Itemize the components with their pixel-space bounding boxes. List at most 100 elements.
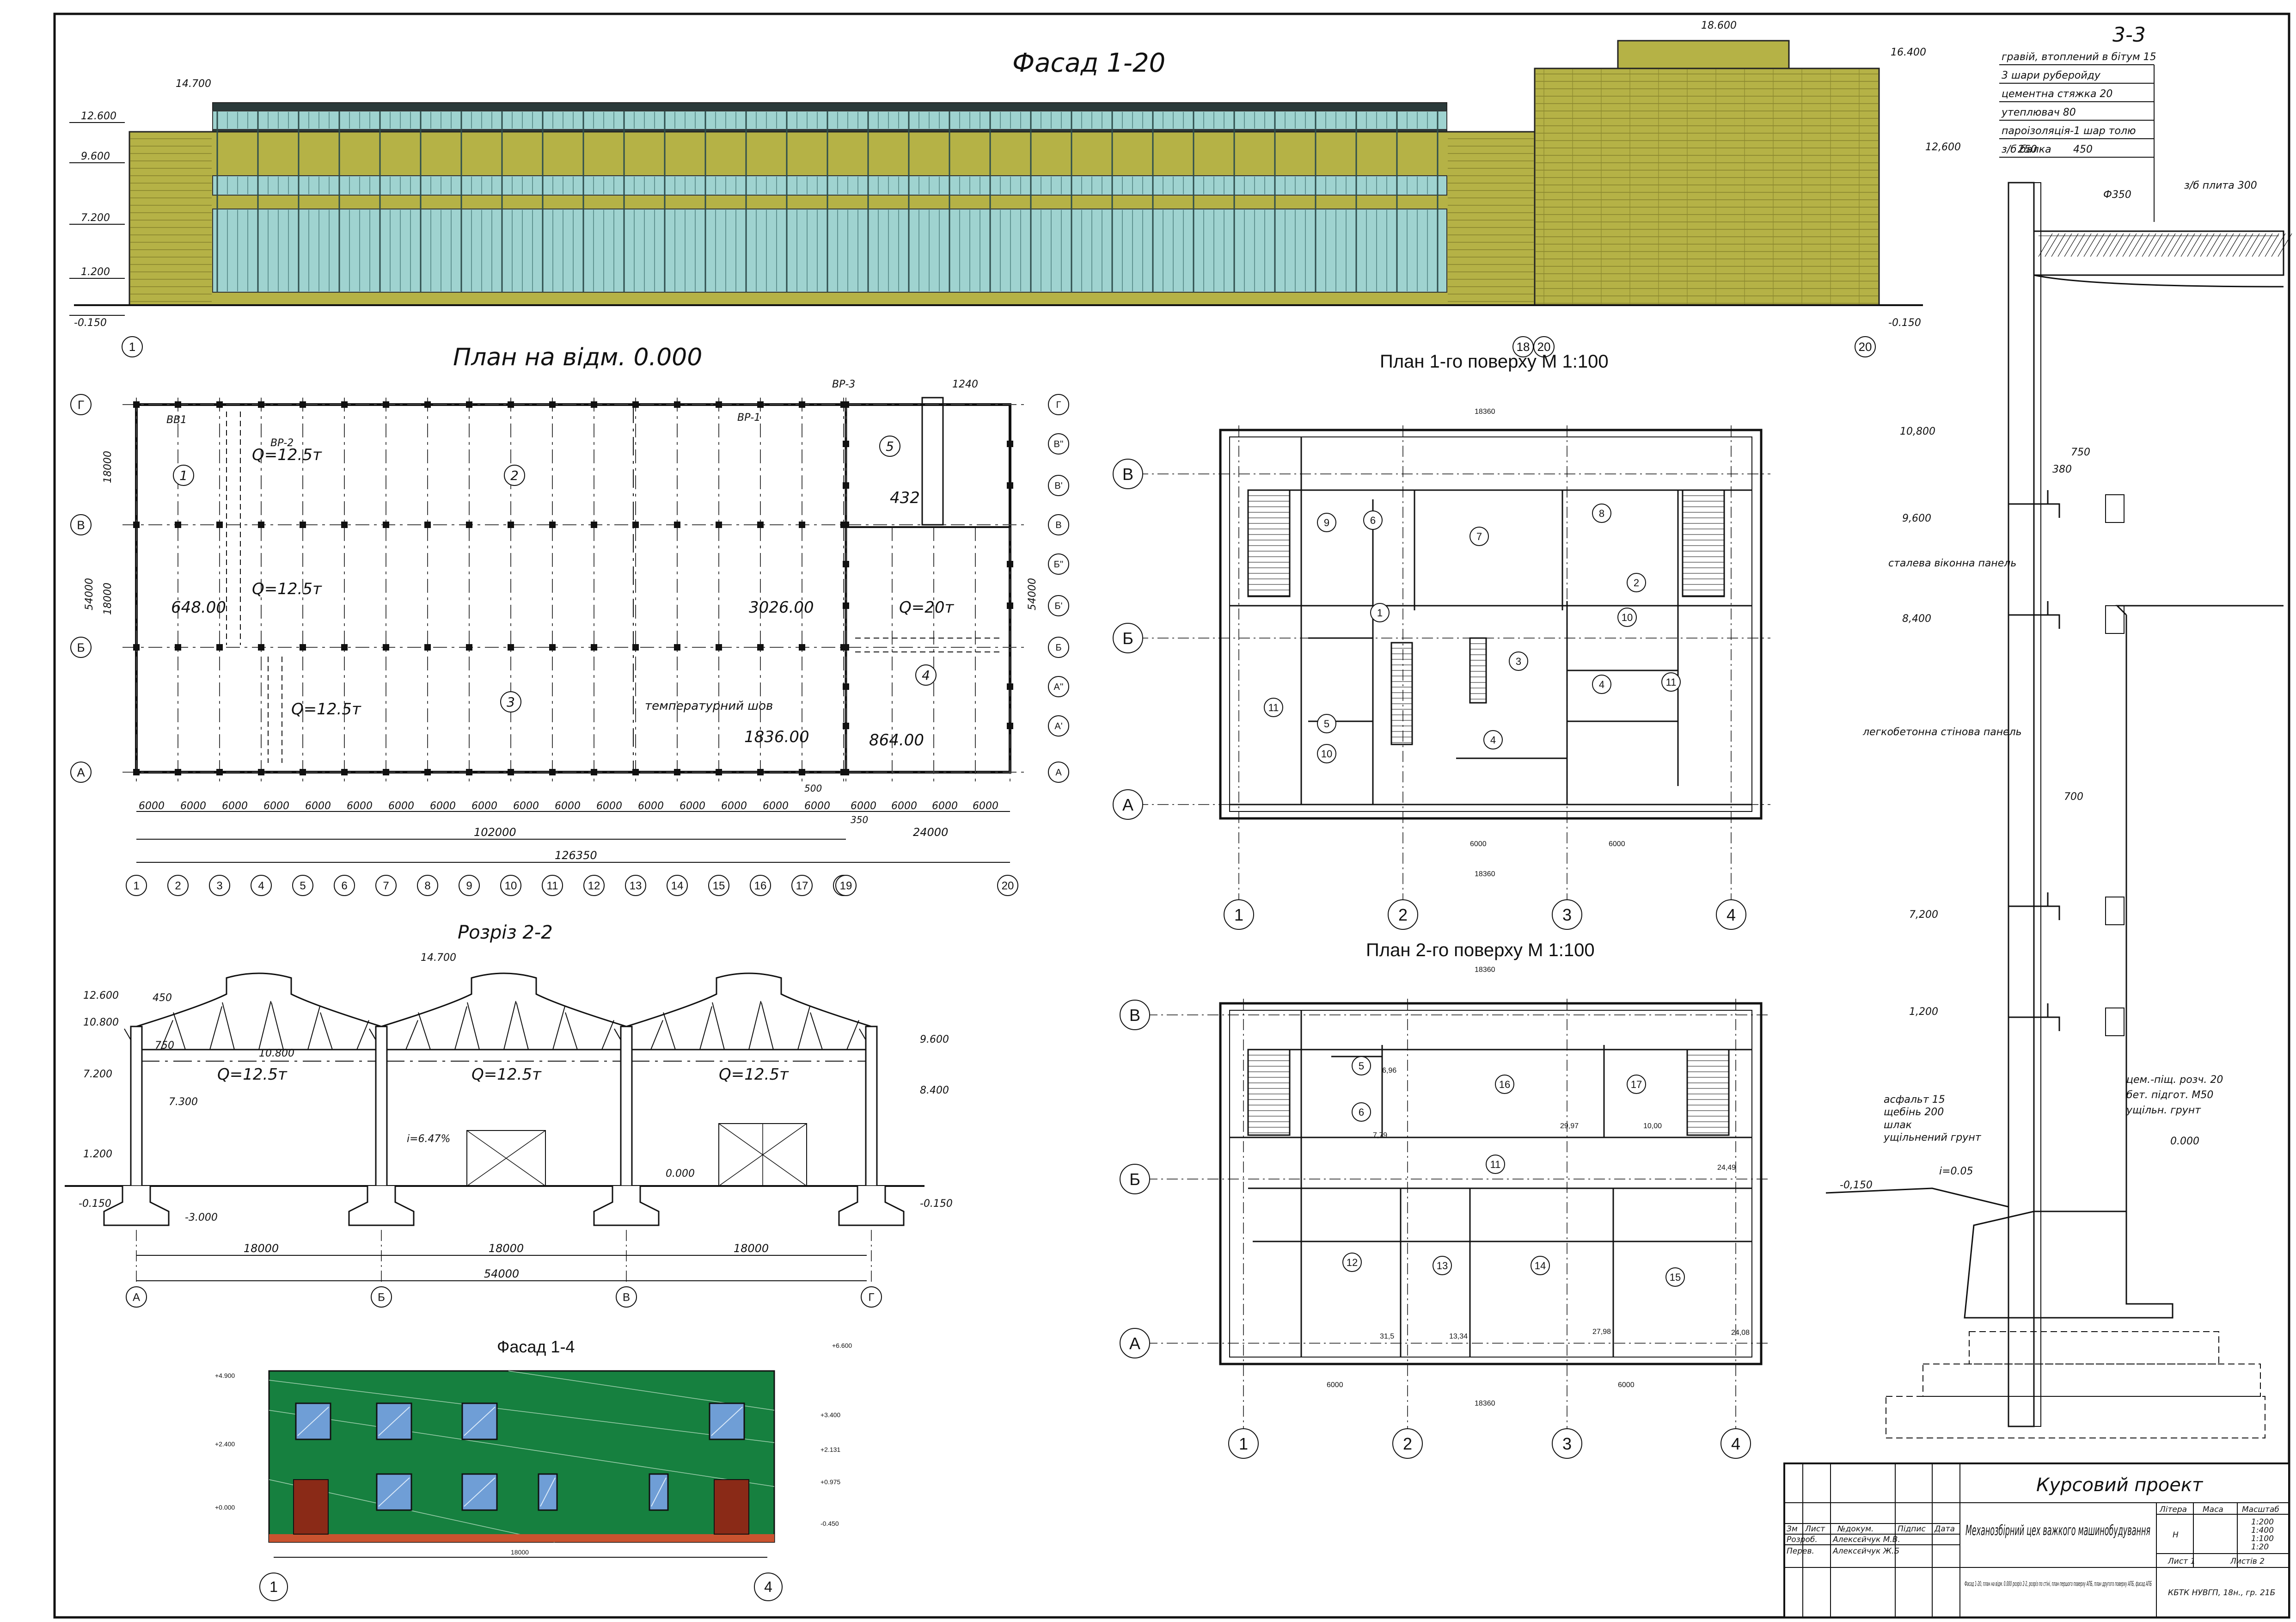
- facade-axis-1: 1: [129, 340, 135, 354]
- plan-label-vr1: ВР-1: [737, 412, 760, 424]
- plan-row-axis-right-5-circle: [1048, 595, 1069, 616]
- section-column-3: [865, 1026, 878, 1187]
- facade-siding-lines: [130, 69, 1878, 304]
- floor2-row-axis-А: А: [1120, 1328, 1150, 1358]
- section-dim-750: 750: [155, 1040, 174, 1051]
- floor1-bottom-dim-b: 6000: [1609, 840, 1625, 848]
- facade-wall-high: [1534, 68, 1880, 306]
- s33-label-wall-panel: легкобетонна стінова панель: [1862, 726, 2022, 738]
- floor1-row-axis-А-circle: [1113, 789, 1143, 820]
- s33-out-3: шлак: [1884, 1119, 1912, 1131]
- floor1-col-axis-3-label: 3: [1562, 905, 1572, 924]
- floor1-bottom-dim-total: 18360: [1475, 870, 1495, 878]
- window-anchor-2: [2008, 892, 2060, 920]
- section-3-3-layer-3: утеплювач 80: [2001, 107, 2076, 118]
- floor2-area-8: 6,96: [1382, 1067, 1396, 1075]
- tb-scale-1: 1:200: [2251, 1518, 2274, 1527]
- floor1-room-8: 8: [1592, 504, 1611, 523]
- plan-col-axis-9-circle: [459, 875, 480, 896]
- floor1-room-10b: 10: [1617, 608, 1637, 627]
- floor1-col-axis-2: 2: [1388, 899, 1418, 930]
- section-elev-10800: 10.800: [83, 1017, 119, 1028]
- s33-slope: i=0.05: [1939, 1166, 1973, 1177]
- facade-1-20-title: Фасад 1-20: [1012, 48, 1165, 78]
- section-elev-r-8400: 8.400: [920, 1085, 949, 1096]
- plan-000-columns: [133, 401, 1013, 775]
- floor2-room-5-label: 5: [1359, 1060, 1364, 1072]
- plan-row-axis-right-5: Б': [1048, 595, 1069, 616]
- floor1-stair-3: [1469, 637, 1487, 704]
- f14-elev-6600: +6.600: [832, 1342, 852, 1349]
- section-axis-А: А: [126, 1286, 147, 1308]
- section-axis-Б-label: Б: [378, 1291, 385, 1304]
- section-elev-10800b: 10.800: [259, 1048, 294, 1059]
- plan-room-5-area: 432: [890, 489, 920, 507]
- section-axis-Г: Г: [861, 1286, 882, 1308]
- plan-col-axis-5-circle: [292, 875, 313, 896]
- plan-000-col-axes: 1234567891011121314151617181920: [126, 875, 1018, 896]
- floor2-room-15-circle: [1665, 1267, 1685, 1287]
- plan-000: План на відм. 0.000 648.00 3026.00 1836.…: [70, 344, 1069, 896]
- plan-col-axis-3-circle: [209, 875, 230, 896]
- plan-col-axis-19-label: 19: [840, 880, 852, 892]
- plan-col-axis-13-circle: [625, 875, 646, 896]
- plan-floor1: План 1-го поверху М 1:100 12345678910114…: [1113, 351, 1770, 930]
- truss-top-0: [136, 972, 382, 1027]
- floor1-room-1-circle: [1370, 603, 1390, 622]
- f14-elev-3400: +3.400: [820, 1411, 840, 1419]
- floor2-room-13-label: 13: [1437, 1260, 1448, 1272]
- plan-row-axis-right-8-label: А': [1054, 721, 1062, 731]
- floor1-row-axis-В-label: В: [1122, 465, 1133, 484]
- s33-dim-380: 380: [2052, 464, 2072, 475]
- floor2-top-dim: 18360: [1475, 966, 1495, 974]
- floor1-col-axis-3-circle: [1552, 899, 1582, 930]
- foundation: [1964, 1210, 2174, 1319]
- section-slope: i=6.47%: [407, 1133, 450, 1145]
- floor2-area-3: 31,5: [1380, 1333, 1394, 1340]
- floor1-col-axis-4: 4: [1716, 899, 1746, 930]
- floor2-room-15-label: 15: [1670, 1272, 1681, 1283]
- s33-dim-750: 750: [2071, 447, 2090, 458]
- floor1-bottom-dim-a: 6000: [1470, 840, 1487, 848]
- plan-label-vr2: ВР-2: [270, 437, 294, 449]
- wall-panel: [2008, 182, 2035, 1427]
- floor1-room-7: 7: [1469, 527, 1489, 546]
- plan-col-axis-17-circle: [791, 875, 813, 896]
- plan-col-axis-2: 2: [167, 875, 189, 896]
- plan-temp-joint: температурний шов: [645, 699, 773, 713]
- section-axis-В-circle: [616, 1286, 637, 1308]
- floor1-room-9: 9: [1317, 513, 1336, 532]
- floor1-col-axis-2-label: 2: [1398, 905, 1408, 924]
- floor1-row-axis-Б-label: Б: [1122, 629, 1133, 648]
- plan-right-span-dim-0: 6000: [851, 800, 876, 812]
- plan-span-dim-7: 6000: [430, 800, 456, 812]
- plan-floor2-title: План 2-го поверху М 1:100: [1366, 940, 1595, 960]
- plan-col-axis-1-label: 1: [133, 880, 139, 892]
- plan-crane-1: Q=12.5т: [252, 446, 322, 464]
- floor2-row-axis-А-circle: [1120, 1328, 1150, 1358]
- plan-span-dim-2: 6000: [222, 800, 248, 812]
- floor1-top-dim: 18360: [1475, 408, 1495, 416]
- floor2-row-axis-Б-label: Б: [1129, 1170, 1140, 1189]
- window-anchor-0: [2008, 490, 2060, 518]
- plan-col-axis-5-label: 5: [300, 880, 306, 892]
- floor2-room-15: 15: [1665, 1267, 1685, 1287]
- floor1-row-axis-Б-circle: [1113, 623, 1143, 653]
- floor2-room-16: 16: [1495, 1075, 1514, 1094]
- floor2-room-17-label: 17: [1631, 1079, 1642, 1090]
- floor1-stair-1: [1682, 489, 1725, 597]
- plan-side-dim-54000b: 54000: [1027, 578, 1038, 610]
- f14-width: 18000: [511, 1548, 529, 1556]
- plan-crane-2: Q=12.5т: [252, 580, 322, 598]
- facade-elevations-right: 18.600 16.400 -0.150: [1701, 20, 1926, 329]
- plan-span-dim-8: 6000: [471, 800, 497, 812]
- truss-top-1: [381, 972, 627, 1027]
- facade-axis-18: 18: [1517, 340, 1530, 354]
- floor1-stair-0: [1247, 489, 1291, 597]
- plan-col-axis-15: 15: [708, 875, 729, 896]
- tb-scale-4: 1:20: [2251, 1542, 2269, 1552]
- floor1-stair-2: [1390, 642, 1413, 745]
- plan-row-axis-right-6: Б: [1048, 637, 1069, 658]
- plan-side-dim-54000a: 54000: [84, 578, 95, 610]
